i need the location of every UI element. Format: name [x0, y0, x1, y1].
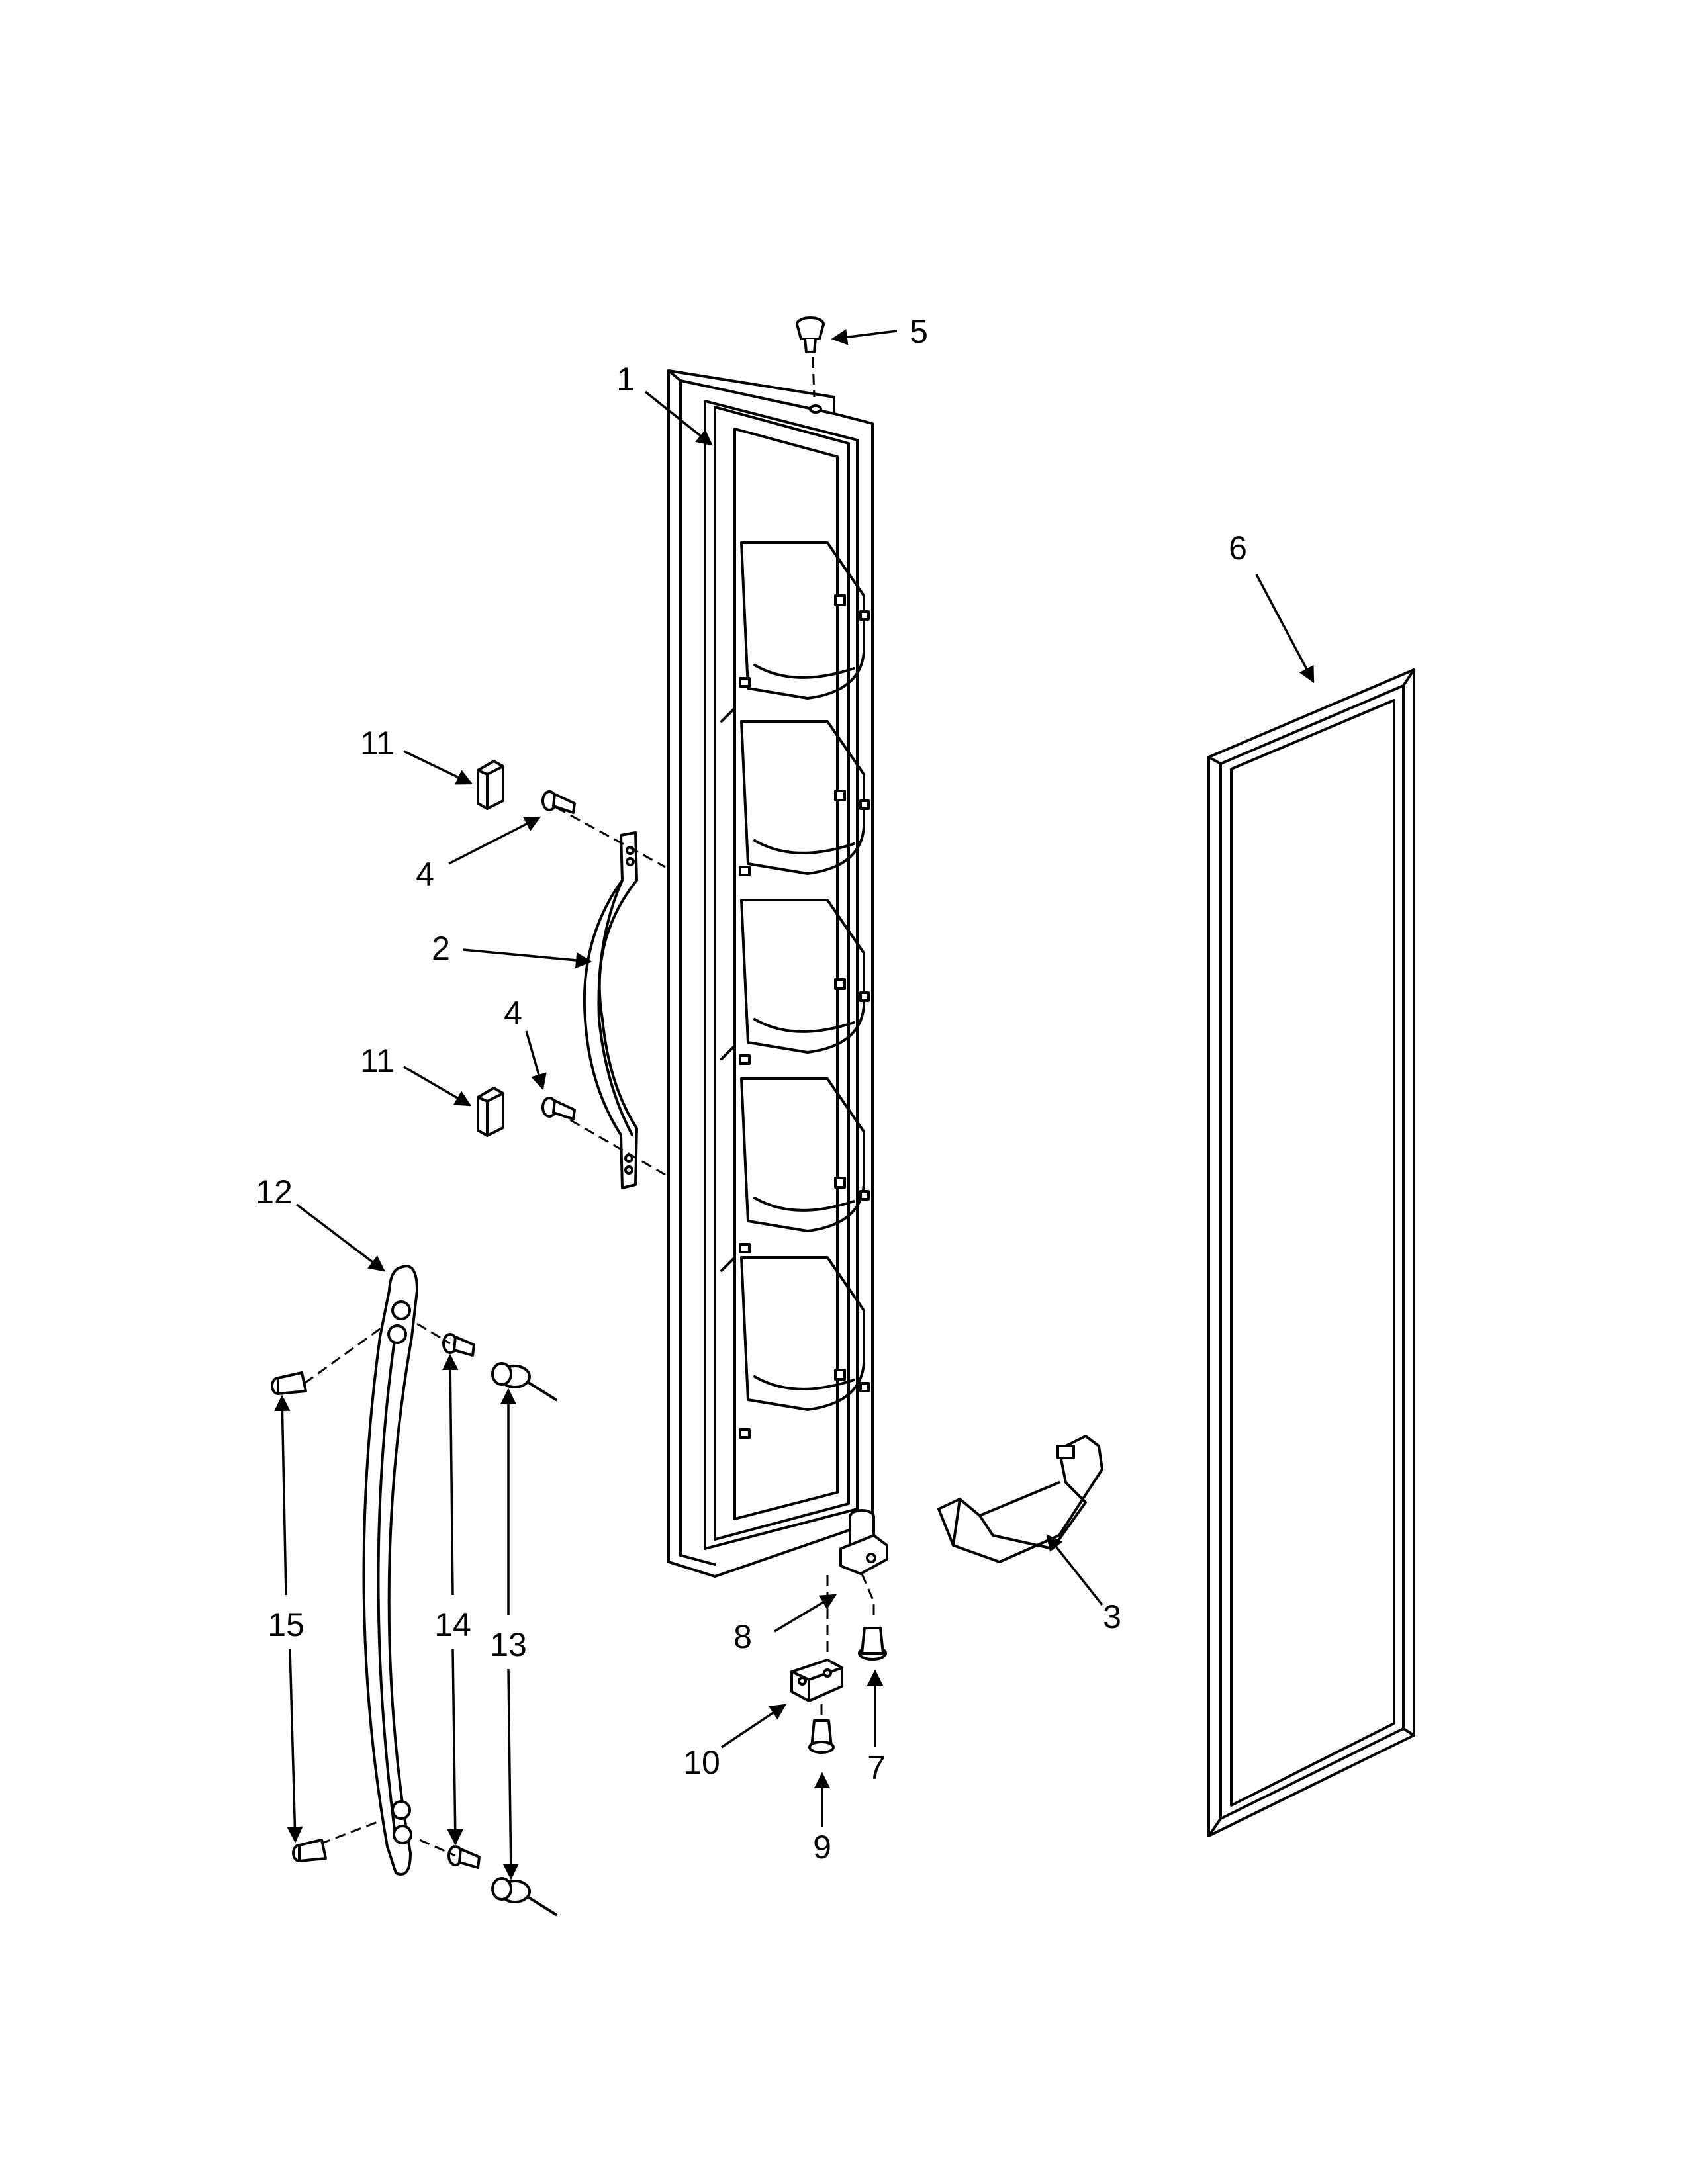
- callout-5: 5: [910, 313, 928, 350]
- callout-9: 9: [813, 1829, 831, 1866]
- handle-spacer-upper: [491, 1362, 557, 1401]
- leader-6: [1255, 574, 1315, 684]
- leader-14-up: [442, 1353, 459, 1596]
- handle-clip-lower: [477, 1087, 504, 1137]
- leader-2: [463, 948, 592, 969]
- leader-15-down: [287, 1649, 303, 1843]
- large-handle: [304, 1265, 418, 1876]
- callout-14: 14: [434, 1606, 471, 1643]
- callout-4-lower: 4: [504, 995, 522, 1032]
- leader-10: [721, 1704, 787, 1749]
- set-screw-upper: [271, 1371, 307, 1395]
- leader-15-up: [274, 1394, 291, 1596]
- handle-mount-screw-upper: [416, 1322, 475, 1357]
- bottom-bracket: [790, 1659, 843, 1702]
- leader-14-down: [447, 1649, 463, 1846]
- door-liner: [667, 369, 874, 1578]
- callout-3: 3: [1103, 1598, 1121, 1635]
- callout-12: 12: [256, 1173, 293, 1210]
- leader-13-down: [502, 1668, 519, 1880]
- callout-7: 7: [867, 1749, 886, 1786]
- leader-8: [774, 1594, 837, 1633]
- callout-10: 10: [683, 1744, 720, 1781]
- bracket-screw: [808, 1704, 835, 1754]
- leader-11-upper: [403, 750, 473, 785]
- callout-13: 13: [490, 1626, 527, 1663]
- shelf-tabs: [739, 594, 870, 1439]
- door-handle: [555, 806, 666, 1189]
- door-bin: [937, 1435, 1103, 1563]
- leader-12: [295, 1203, 385, 1272]
- callout-labels: 1 5 6 11 4 2 4 11 12 15 14 13 3 8 7 10 9: [256, 313, 1247, 1866]
- handle-screw-lower: [541, 1097, 576, 1120]
- callout-11-lower: 11: [360, 1042, 395, 1079]
- leader-lines: [274, 329, 1315, 1880]
- top-hinge-pin: [796, 316, 825, 398]
- set-screw-lower: [292, 1839, 327, 1862]
- leader-3: [1046, 1534, 1103, 1606]
- hinge-screw: [858, 1627, 887, 1661]
- callout-6: 6: [1229, 529, 1247, 567]
- handle-mount-screw-lower: [419, 1839, 481, 1869]
- leader-1: [644, 390, 713, 446]
- callout-4-upper: 4: [416, 856, 434, 893]
- callout-8: 8: [733, 1618, 752, 1655]
- handle-spacer-lower: [491, 1877, 557, 1916]
- leader-5: [831, 329, 898, 345]
- callout-15: 15: [267, 1606, 305, 1643]
- leader-4-upper: [448, 816, 541, 865]
- callout-11-upper: 11: [360, 725, 395, 762]
- bottom-hinge: [826, 1509, 888, 1655]
- callout-1: 1: [616, 361, 635, 398]
- handle-clip-upper: [477, 760, 504, 810]
- leader-11-lower: [403, 1066, 472, 1107]
- handle-screw-upper: [541, 790, 576, 814]
- leader-4-lower: [525, 1030, 547, 1091]
- door-gasket: [1207, 668, 1415, 1837]
- door-shelves: [720, 541, 865, 1411]
- callout-2: 2: [432, 930, 450, 967]
